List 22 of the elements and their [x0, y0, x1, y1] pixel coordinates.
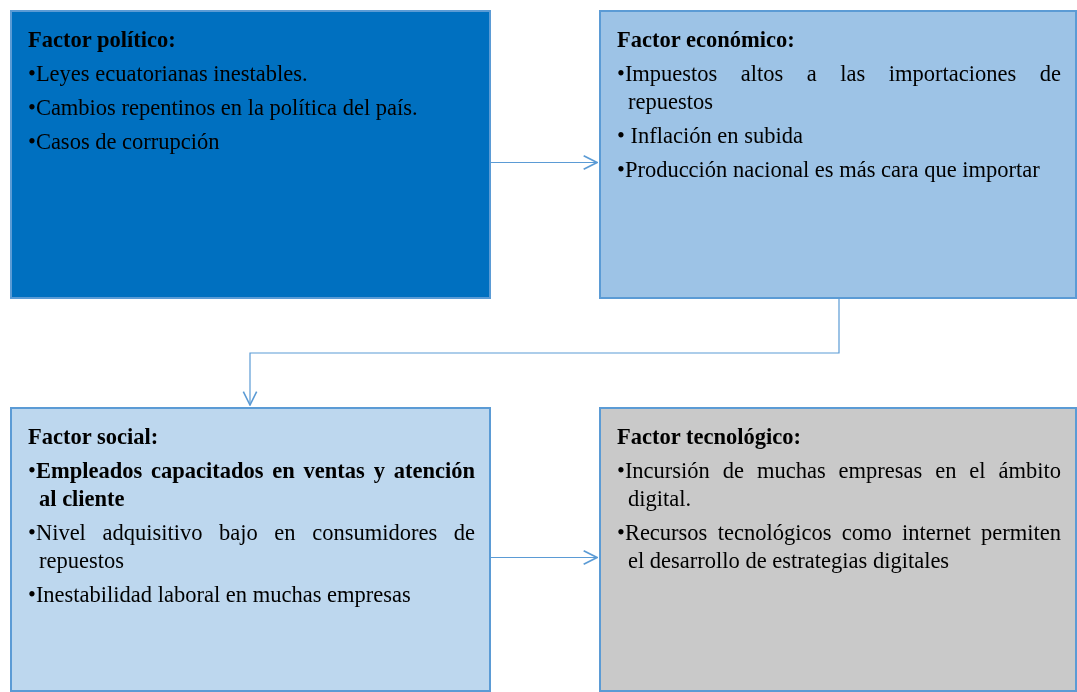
box-heading: Factor tecnológico: [617, 423, 802, 451]
factor-box [10, 10, 491, 299]
bullet-text: •Recursos tecnológicos como internet permiten el desarrollo de estrategias digitales [617, 519, 1061, 575]
bullet-text: •Producción nacional es más cara que importar [617, 156, 1041, 184]
bullet-text: •Casos de corrupción [28, 128, 221, 156]
arrow [490, 155, 598, 170]
bullet-text: •Nivel adquisitivo bajo en consumidores de repuestos [28, 519, 475, 575]
bullet-text: •Inestabilidad laboral en muchas empresas [28, 581, 412, 609]
bullet-text: •Cambios repentinos en la política del país. [28, 94, 419, 122]
bullet-text: •Leyes ecuatorianas inestables. [28, 60, 309, 88]
bullet-text: •Empleados capacitados en ventas y atención al cliente [28, 457, 475, 513]
arrow [242, 298, 840, 406]
box-heading: Factor social: [28, 423, 160, 451]
bullet-text: •Impuestos altos a las importaciones de repuestos [617, 60, 1061, 116]
box-heading: Factor económico: [617, 26, 796, 54]
box-heading: Factor político: [28, 26, 177, 54]
bullet-text: • Inflación en subida [617, 122, 804, 150]
factor-box [10, 407, 491, 692]
factor-box [599, 10, 1077, 299]
factor-box [599, 407, 1077, 692]
bullet-text: •Incursión de muchas empresas en el ámbito digital. [617, 457, 1061, 513]
arrow [490, 550, 598, 565]
